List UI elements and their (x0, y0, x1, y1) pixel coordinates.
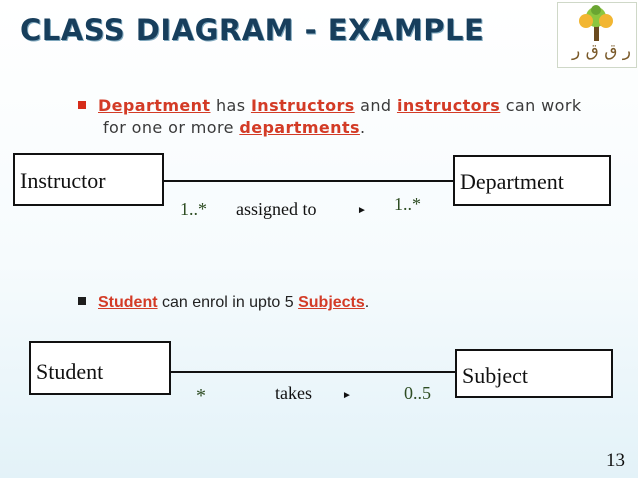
bullet-department: Department has Instructors and instructo… (78, 95, 581, 116)
class-name: Student (36, 359, 104, 384)
bullet-text: . (364, 294, 370, 311)
term-student: Student (98, 294, 158, 311)
term-instructors: Instructors (250, 96, 355, 115)
class-name: Department (460, 169, 564, 194)
association-label: assigned to (236, 199, 317, 219)
term-department: Department (98, 96, 211, 115)
bullet-text: can enrol in upto 5 (157, 294, 299, 311)
multiplicity-student: * (196, 385, 206, 407)
tree-icon (579, 5, 613, 41)
bullet-text: . (359, 118, 366, 137)
association-line (164, 180, 453, 182)
multiplicity-department: 1..* (394, 194, 421, 214)
term-subjects: Subjects (298, 294, 365, 311)
class-box-department: Department (453, 155, 611, 206)
multiplicity-instructor: 1..* (180, 199, 207, 219)
bullet-text: for one or more (103, 118, 240, 137)
page-number: 13 (606, 450, 625, 471)
class-name: Instructor (20, 168, 106, 193)
bullet-student: Student can enrol in upto 5 Subjects. (78, 292, 369, 313)
logo: ر ق ق ر (557, 2, 637, 68)
class-box-subject: Subject (455, 349, 613, 398)
association-label: takes (275, 383, 312, 403)
bullet-department-line2: for one or more departments. (103, 117, 365, 138)
association-line (171, 371, 455, 373)
term-instructors-lower: instructors (396, 96, 501, 115)
direction-arrow-icon: ► (357, 205, 367, 216)
class-name: Subject (462, 363, 528, 388)
direction-arrow-icon: ► (342, 390, 352, 401)
class-box-instructor: Instructor (13, 153, 164, 206)
bullet-square-icon (78, 297, 86, 305)
multiplicity-subject: 0..5 (404, 383, 431, 403)
bullet-square-icon (78, 101, 86, 109)
bullet-text: has (210, 96, 251, 115)
bullet-text: can work (500, 96, 582, 115)
class-box-student: Student (29, 341, 171, 395)
logo-text: ر ق ق ر (572, 41, 632, 61)
bullet-text: and (354, 96, 397, 115)
slide-title: CLASS DIAGRAM - EXAMPLE (20, 13, 485, 47)
term-departments: departments (239, 118, 360, 137)
